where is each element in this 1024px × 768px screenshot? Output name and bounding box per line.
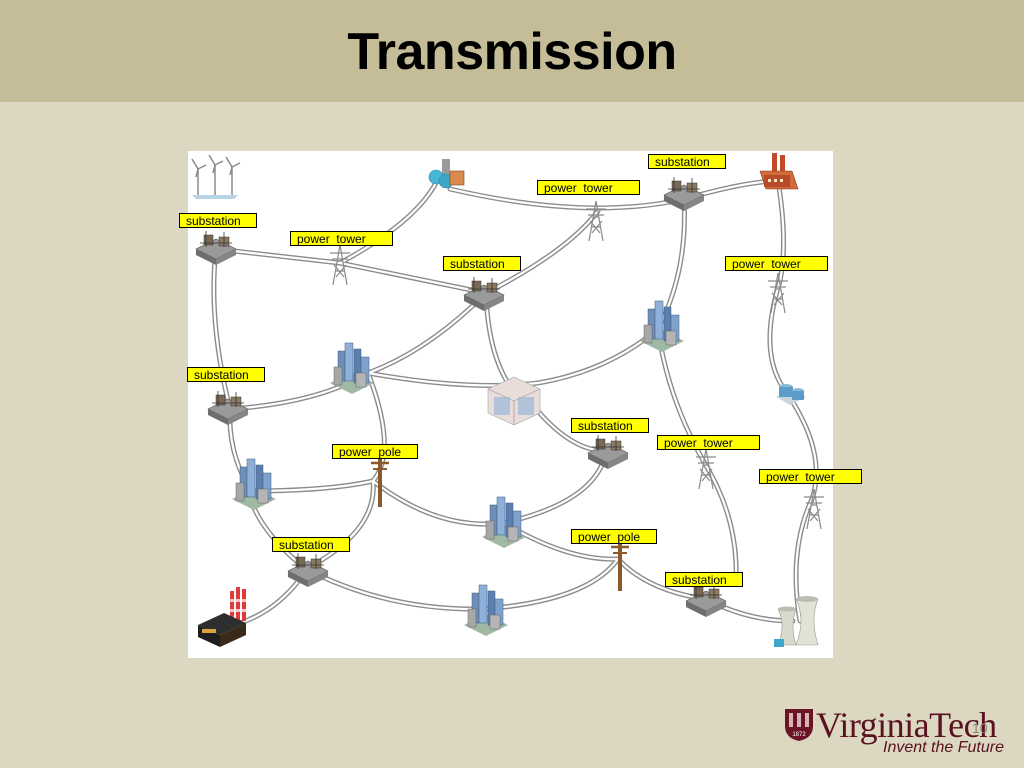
substation-icon bbox=[587, 434, 629, 470]
data-center-icon bbox=[487, 376, 541, 426]
office-buildings-icon bbox=[463, 584, 509, 637]
title-bar bbox=[0, 0, 1024, 102]
label-power-tower: power tower bbox=[290, 231, 393, 246]
label-substation: substation bbox=[443, 256, 521, 271]
grid-diagram: substation power tower substation power … bbox=[179, 151, 862, 658]
label-power-pole: power pole bbox=[571, 529, 657, 544]
gas-plant-icon bbox=[428, 159, 465, 189]
label-power-pole: power pole bbox=[332, 444, 418, 459]
wind-turbines-icon bbox=[191, 154, 241, 199]
label-substation: substation bbox=[571, 418, 649, 433]
substation-icon bbox=[685, 582, 727, 618]
label-power-tower: power tower bbox=[725, 256, 828, 271]
vt-tagline: Invent the Future bbox=[883, 739, 1004, 756]
label-power-tower: power tower bbox=[759, 469, 862, 484]
slide-number: 10 bbox=[972, 720, 988, 736]
label-substation: substation bbox=[179, 213, 257, 228]
label-substation: substation bbox=[187, 367, 265, 382]
coal-plant-icon bbox=[198, 587, 246, 647]
label-power-tower: power tower bbox=[657, 435, 760, 450]
label-power-tower: power tower bbox=[537, 180, 640, 195]
label-substation: substation bbox=[648, 154, 726, 169]
slide-title: Transmission bbox=[347, 23, 677, 81]
office-buildings-icon bbox=[481, 496, 527, 549]
nuclear-cooling-towers-icon bbox=[774, 596, 819, 647]
label-substation: substation bbox=[665, 572, 743, 587]
office-buildings-icon bbox=[639, 300, 685, 353]
substation-icon bbox=[195, 230, 237, 266]
virginia-tech-logo: 1872 VirginiaTech 10 Invent the Future bbox=[784, 705, 1020, 762]
svg-text:1872: 1872 bbox=[792, 732, 806, 738]
vt-wordmark: VirginiaTech bbox=[816, 705, 997, 745]
grid-network bbox=[191, 153, 825, 647]
water-tanks-icon bbox=[776, 384, 806, 405]
vt-shield-icon: 1872 bbox=[785, 709, 813, 741]
factory-icon bbox=[759, 153, 799, 190]
label-substation: substation bbox=[272, 537, 350, 552]
substation-icon bbox=[663, 176, 705, 212]
